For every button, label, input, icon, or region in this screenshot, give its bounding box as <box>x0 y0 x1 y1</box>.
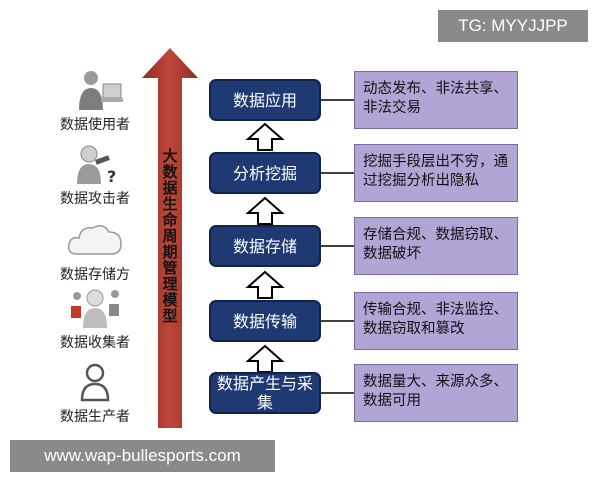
collector-icon <box>65 286 125 330</box>
stage-data-transmission: 数据传输 <box>209 300 321 342</box>
risk-data-application: 动态发布、非法共享、非法交易 <box>354 71 518 129</box>
risk-data-storage: 存储合规、数据窃取、数据破坏 <box>354 217 518 275</box>
actor-data-storage: 数据存储方 <box>40 218 150 284</box>
svg-text:?: ? <box>107 167 116 186</box>
up-arrow-1 <box>245 122 285 151</box>
diagram-title: 大数据生命周期管理模型 <box>162 147 178 325</box>
actor-label: 数据存储方 <box>60 267 130 283</box>
attacker-icon: ? <box>65 142 125 186</box>
lifecycle-arrow <box>142 48 198 428</box>
person-icon <box>65 360 125 404</box>
actor-data-collector: 数据收集者 <box>40 286 150 352</box>
up-arrow-4 <box>245 344 285 373</box>
up-arrow-2 <box>245 196 285 225</box>
stage-data-generation: 数据产生与采集 <box>209 372 321 414</box>
stage-data-storage: 数据存储 <box>209 225 321 267</box>
watermark-url: www.wap-bullesports.com <box>10 440 275 472</box>
risk-analysis-mining: 挖掘手段层出不穷，通过挖掘分析出隐私 <box>354 144 518 202</box>
user-at-computer-icon <box>65 68 125 112</box>
actor-data-attacker: ? 数据攻击者 <box>40 142 150 208</box>
actor-data-user: 数据使用者 <box>40 68 150 134</box>
risk-data-transmission: 传输合规、非法监控、数据窃取和篡改 <box>354 292 518 350</box>
actor-label: 数据攻击者 <box>60 191 130 207</box>
actor-label: 数据生产者 <box>60 409 130 425</box>
up-arrow-3 <box>245 270 285 299</box>
stage-analysis-mining: 分析挖掘 <box>209 152 321 194</box>
actor-label: 数据收集者 <box>60 335 130 351</box>
watermark-tg: TG: MYYJJPP <box>438 10 588 42</box>
stage-data-application: 数据应用 <box>209 79 321 121</box>
actor-label: 数据使用者 <box>60 117 130 133</box>
actor-data-producer: 数据生产者 <box>40 360 150 426</box>
cloud-icon <box>65 218 125 262</box>
risk-data-generation: 数据量大、来源众多、数据可用 <box>354 364 518 422</box>
